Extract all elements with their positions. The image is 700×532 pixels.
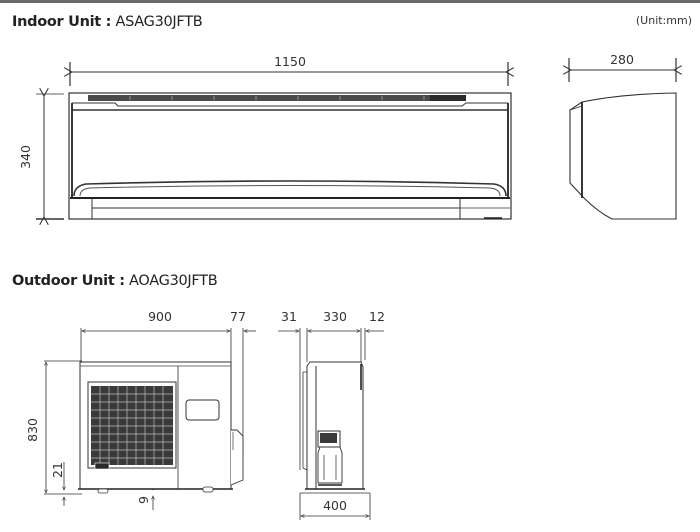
fan-grille-pattern (91, 386, 173, 465)
outdoor-side-left-offset-label: 31 (281, 309, 297, 324)
indoor-width-label: 1150 (274, 54, 306, 69)
indoor-side-view: 280 (569, 52, 676, 220)
outdoor-unit-label: Outdoor Unit : (12, 273, 125, 289)
outdoor-valve-protrusion-label: 77 (230, 309, 246, 324)
outdoor-side-right-offset-label: 12 (369, 309, 385, 324)
outdoor-unit-title: Outdoor Unit : AOAG30JFTB (12, 273, 218, 289)
indoor-front-view: 1150 340 (18, 54, 511, 219)
indoor-unit-model: ASAG30JFTB (115, 14, 203, 30)
outdoor-foot-depth-label: 400 (323, 498, 347, 513)
outdoor-unit-model: AOAG30JFTB (129, 273, 218, 289)
indoor-unit-label: Indoor Unit : (12, 14, 112, 30)
outdoor-side-view: 31 330 12 400 (278, 309, 385, 520)
outdoor-width-label: 900 (148, 309, 172, 324)
outdoor-foot-height-label: 21 (50, 462, 65, 478)
outdoor-front-view: 900 77 830 21 9 (25, 309, 256, 510)
indoor-unit-title: Indoor Unit : ASAG30JFTB (12, 14, 203, 30)
outdoor-foot-gap-label: 9 (136, 496, 151, 504)
indoor-depth-label: 280 (610, 52, 634, 67)
outdoor-height-label: 830 (25, 418, 40, 442)
outdoor-side-depth-label: 330 (323, 309, 347, 324)
unit-note: (Unit:mm) (635, 14, 692, 27)
top-border-line (0, 0, 700, 3)
indoor-height-label: 340 (18, 145, 33, 169)
